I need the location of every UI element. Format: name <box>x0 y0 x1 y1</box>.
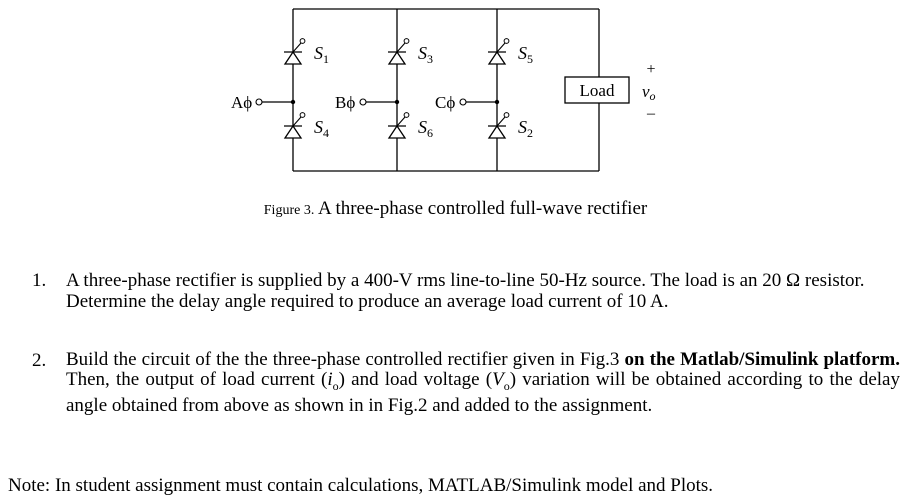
question-1-text: A three-phase rectifier is supplied by a… <box>66 270 865 312</box>
phase-label-b: Bϕ <box>335 93 355 112</box>
switch-label-s2: S2 <box>518 117 533 140</box>
thyristor-s2 <box>487 111 510 139</box>
question-1-number: 1. <box>32 270 47 291</box>
load-label: Load <box>580 81 615 100</box>
phase-label-a: Aϕ <box>231 93 252 112</box>
switch-label-s5: S5 <box>518 43 533 66</box>
thyristor-s5 <box>487 37 510 65</box>
assignment-note: Note: In student assignment must contain… <box>8 475 714 496</box>
thyristor-s3 <box>387 37 410 65</box>
vo-plus: + <box>646 61 655 78</box>
switch-label-s4: S4 <box>314 117 329 140</box>
question-2-text: Build the circuit of the the three-phase… <box>66 349 900 416</box>
question-1: 1. A three-phase rectifier is supplied b… <box>28 270 900 312</box>
question-2-number: 2. <box>32 350 47 371</box>
switch-label-s6: S6 <box>418 117 433 140</box>
vo-minus: – <box>646 105 656 122</box>
thyristor-s1 <box>283 37 306 65</box>
thyristor-s6 <box>387 111 410 139</box>
figure-caption: Figure 3. A three-phase controlled full-… <box>0 198 911 220</box>
switch-label-s1: S1 <box>314 43 329 66</box>
vo-label: vo <box>642 82 656 103</box>
question-2: 2. Build the circuit of the the three-ph… <box>28 350 900 416</box>
switch-label-s3: S3 <box>418 43 433 66</box>
figure-caption-prefix: Figure 3. <box>263 203 315 218</box>
thyristor-s4 <box>283 111 306 139</box>
figure-caption-text: A three-phase controlled full-wave recti… <box>318 198 648 219</box>
rectifier-circuit: S1 S3 S5 S4 S6 S2 Aϕ Bϕ Cϕ Load + vo – <box>231 8 656 172</box>
question-2-bold: on the Matlab/Simulink platform. <box>624 349 900 370</box>
phase-label-c: Cϕ <box>435 93 455 112</box>
